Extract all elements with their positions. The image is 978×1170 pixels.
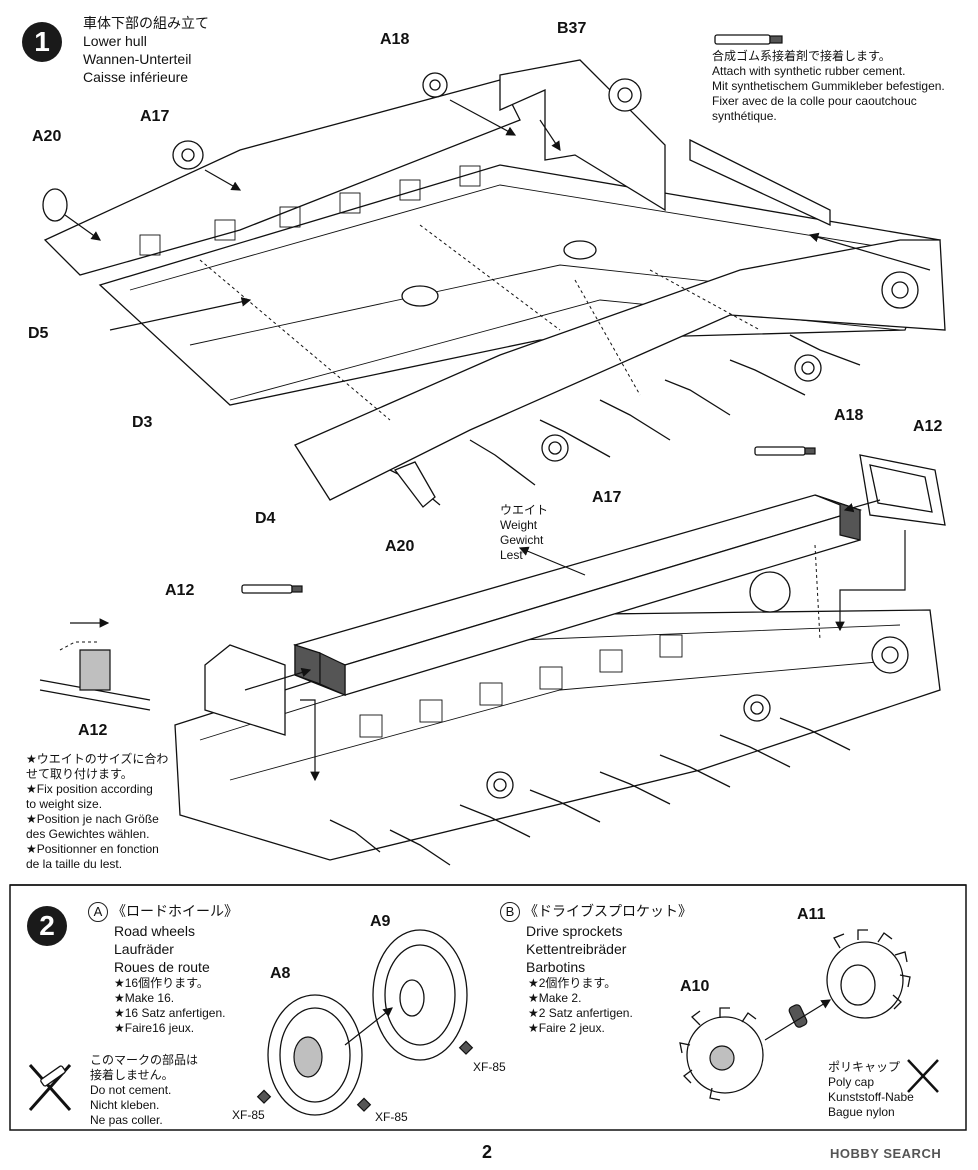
no-cement-line: 接着しません。	[90, 1068, 174, 1082]
sprockets-title-ja: 《ドライブスプロケット》	[524, 903, 692, 919]
road-wheels-title: A《ロードホイール》 Road wheels Laufräder Roues d…	[88, 902, 238, 976]
part-label-a20-top: A20	[32, 128, 62, 145]
make-note-line: ★2 Satz anfertigen.	[528, 1006, 633, 1020]
glue-tube-icon-2	[754, 446, 816, 456]
road-wheels-letter: A	[88, 902, 108, 922]
part-label-a9: A9	[370, 913, 391, 930]
step-1-badge: 1	[22, 22, 62, 62]
no-cement-line: Nicht kleben.	[90, 1098, 160, 1112]
part-label-a11: A11	[797, 906, 826, 923]
polycap-line: ポリキャップ	[828, 1060, 901, 1074]
part-label-a12-right: A12	[913, 418, 943, 435]
part-label-d4: D4	[255, 510, 276, 527]
road-wheels-title-fr: Roues de route	[114, 959, 210, 975]
glue-tube-icon-3	[241, 584, 303, 594]
road-wheels-make-note: ★16個作ります。 ★Make 16. ★16 Satz anfertigen.…	[114, 976, 226, 1036]
weight-label-en: Weight	[500, 518, 538, 532]
make-note-line: ★Make 16.	[114, 991, 175, 1005]
sprockets-title: B《ドライブスプロケット》 Drive sprockets Kettentrei…	[500, 902, 692, 976]
polycap-line: Bague nylon	[828, 1105, 895, 1119]
lower-hull-weight-assembly	[174, 454, 946, 866]
make-note-line: ★Faire16 jeux.	[114, 1021, 195, 1035]
polycap-line: Poly cap	[828, 1075, 875, 1089]
part-label-a8: A8	[270, 965, 291, 982]
paint-label-xf85-3: XF-85	[375, 1110, 408, 1124]
make-note-line: ★2個作ります。	[528, 976, 617, 990]
fix-note-line: ★ウエイトのサイズに合わ	[26, 752, 169, 766]
fix-note-line: ★Fix position according	[26, 782, 153, 796]
part-label-a12-inset: A12	[78, 722, 108, 739]
step-1-title-de: Wannen-Unterteil	[83, 51, 192, 67]
road-wheels-title-en: Road wheels	[114, 923, 195, 939]
fix-note-line: せて取り付けます。	[26, 767, 133, 781]
no-cement-line: Do not cement.	[90, 1083, 172, 1097]
part-label-a12-left: A12	[165, 582, 195, 599]
cement-note-de: Mit synthetischem Gummikleber befestigen…	[712, 79, 945, 93]
make-note-line: ★Faire 2 jeux.	[528, 1021, 605, 1035]
part-label-d5: D5	[28, 325, 49, 342]
road-wheels-title-de: Laufräder	[114, 941, 174, 957]
step-2-badge: 2	[27, 906, 67, 946]
lower-hull-top-assembly	[42, 59, 946, 508]
part-label-a17-mid: A17	[592, 489, 622, 506]
sprocket-drawing	[679, 929, 911, 1101]
step-1-title: 車体下部の組み立て Lower hull Wannen-Unterteil Ca…	[83, 14, 209, 86]
part-label-b37: B37	[557, 20, 587, 37]
polycap-label: ポリキャップ Poly cap Kunststoff-Nabe Bague ny…	[828, 1060, 914, 1120]
no-cement-icon-small	[907, 1059, 939, 1093]
no-cement-icon	[28, 1064, 72, 1111]
make-note-line: ★16 Satz anfertigen.	[114, 1006, 226, 1020]
part-label-a18-right: A18	[834, 407, 864, 424]
step-1-title-fr: Caisse inférieure	[83, 69, 189, 85]
weight-label-de: Gewicht	[500, 533, 544, 547]
part-label-d3: D3	[132, 414, 153, 431]
sprockets-title-fr: Barbotins	[526, 959, 586, 975]
make-note-line: ★16個作ります。	[114, 976, 209, 990]
no-cement-line: Ne pas coller.	[90, 1113, 163, 1127]
sprockets-title-de: Kettentreibräder	[526, 941, 627, 957]
weight-label: ウエイト Weight Gewicht Lest	[500, 503, 548, 563]
part-label-a10: A10	[680, 978, 710, 995]
cement-note-fr-2: synthétique.	[712, 109, 777, 123]
fix-note-line: de la taille du lest.	[26, 857, 123, 871]
polycap-line: Kunststoff-Nabe	[828, 1090, 914, 1104]
cement-note: 合成ゴム系接着剤で接着します。 Attach with synthetic ru…	[712, 49, 945, 124]
road-wheel-drawing	[256, 929, 474, 1116]
weight-label-fr: Lest	[500, 548, 523, 562]
paint-label-xf85-2: XF-85	[232, 1108, 265, 1122]
make-note-line: ★Make 2.	[528, 991, 582, 1005]
fix-note-line: ★Positionner en fonction	[26, 842, 159, 856]
cement-note-en: Attach with synthetic rubber cement.	[712, 64, 906, 78]
fix-note-line: des Gewichtes wählen.	[26, 827, 150, 841]
part-label-a17-top: A17	[140, 108, 170, 125]
sprockets-letter: B	[500, 902, 520, 922]
cement-note-ja: 合成ゴム系接着剤で接着します。	[712, 49, 891, 63]
part-label-a20-mid: A20	[385, 538, 415, 555]
paint-label-xf85-1: XF-85	[473, 1060, 506, 1074]
watermark: HOBBY SEARCH	[830, 1146, 942, 1161]
sprockets-title-en: Drive sprockets	[526, 923, 623, 939]
weight-label-ja: ウエイト	[500, 503, 549, 517]
fix-note-line: ★Position je nach Größe	[26, 812, 159, 826]
sprockets-make-note: ★2個作ります。 ★Make 2. ★2 Satz anfertigen. ★F…	[528, 976, 633, 1036]
cement-note-fr-1: Fixer avec de la colle pour caoutchouc	[712, 94, 917, 108]
page-number: 2	[482, 1142, 493, 1162]
weight-position-inset	[39, 618, 151, 711]
glue-tube-icon-1	[714, 34, 783, 45]
fix-note-line: to weight size.	[26, 797, 103, 811]
step-1-title-en: Lower hull	[83, 33, 147, 49]
fix-position-note: ★ウエイトのサイズに合わ せて取り付けます。 ★Fix position acc…	[26, 752, 168, 872]
step-1-title-ja: 車体下部の組み立て	[83, 15, 209, 31]
road-wheels-title-ja: 《ロードホイール》	[112, 903, 238, 919]
part-label-a18-top: A18	[380, 31, 410, 48]
no-cement-note: このマークの部品は 接着しません。 Do not cement. Nicht k…	[90, 1053, 198, 1128]
no-cement-line: このマークの部品は	[90, 1053, 199, 1067]
